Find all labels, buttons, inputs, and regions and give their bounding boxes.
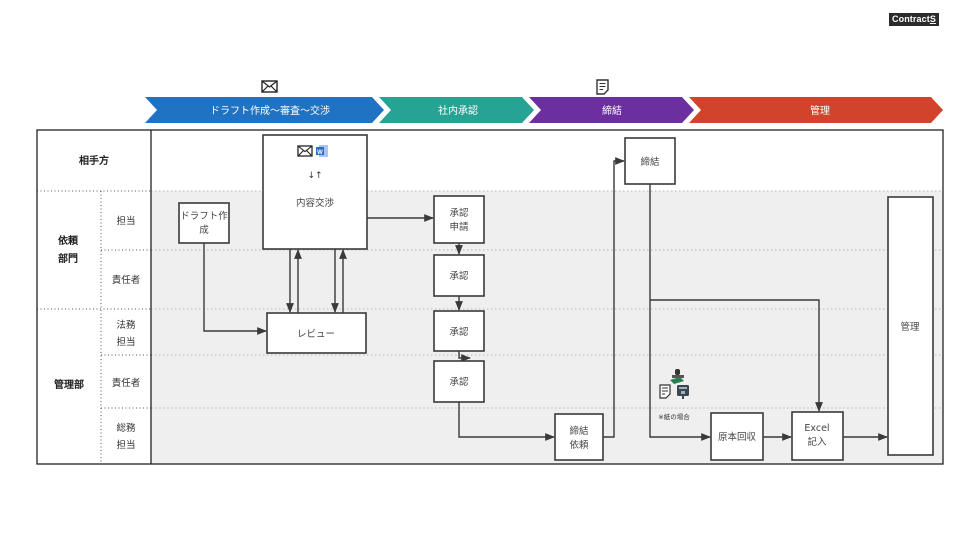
box-original-collection[interactable]: 原本回収: [710, 412, 764, 461]
box-original-collection-label: 原本回収: [718, 431, 757, 443]
box-management[interactable]: 管理: [887, 196, 934, 456]
box-approval-requester-manager[interactable]: 承認: [433, 254, 485, 297]
logo-text: Contract: [892, 14, 930, 24]
role-label-general-affairs-1: 総務: [116, 422, 136, 434]
connectors: [203, 157, 888, 441]
role-label-legal-1: 法務: [116, 319, 136, 331]
box-management-label: 管理: [900, 321, 920, 333]
arrow-approval2-to-approval3: [458, 351, 471, 362]
role-label-requester-manager: 責任者: [112, 274, 141, 286]
phase-chevron-signing: [529, 97, 694, 123]
contracts-logo: ContractS: [889, 13, 939, 26]
box-approval3-label: 承認: [449, 376, 469, 388]
box-signing-request-label-2: 依頼: [569, 439, 589, 451]
arrow-signing-to-excel-entry: [650, 299, 823, 412]
box-approval1-label: 承認: [449, 270, 469, 282]
lane-label-requesting-dept-1: 依頼: [58, 234, 79, 247]
box-signing-request-label-1: 締結: [569, 425, 589, 437]
box-approval-request-label-2: 申請: [449, 221, 469, 233]
svg-text:W: W: [317, 150, 323, 156]
box-approval2-label: 承認: [449, 326, 469, 338]
box-negotiation[interactable]: W ↓↑ 内容交渉: [262, 134, 368, 250]
phase-label-signing: 締結: [602, 104, 622, 117]
box-approval-admin-manager[interactable]: 承認: [433, 360, 485, 403]
role-label-admin-manager: 責任者: [112, 377, 141, 389]
phase-label-approval: 社内承認: [438, 104, 478, 117]
paper-case-note: ※紙の場合: [658, 412, 690, 421]
logo-text-tail: S: [929, 14, 936, 24]
phase-chevron-management: [689, 97, 943, 123]
arrow-draft-to-review: [203, 243, 267, 335]
table-border: [36, 129, 944, 465]
arrow-signing-to-original-collection: [649, 184, 711, 441]
box-approval-request-label-1: 承認: [449, 207, 469, 219]
box-signing-request[interactable]: 締結 依頼: [554, 413, 604, 461]
envelope-icon: [261, 80, 278, 93]
row-separators: [37, 190, 943, 464]
word-icon: W: [316, 145, 328, 157]
arrow-signing-request-to-signing: [603, 157, 625, 438]
box-draft-label-1: ドラフト作: [180, 210, 228, 222]
phase-banner: ドラフト作成〜審査〜交渉 社内承認 締結 管理: [145, 97, 943, 123]
paper-case-icons: ※紙の場合: [658, 369, 690, 421]
envelope-icon: [297, 145, 313, 157]
role-label-legal-2: 担当: [116, 336, 135, 348]
box-approval-legal[interactable]: 承認: [433, 310, 485, 352]
document-icon: [596, 79, 609, 95]
box-negotiation-label: 内容交渉: [296, 197, 335, 209]
document-icon: [659, 384, 671, 399]
lane-label-admin-dept: 管理部: [54, 378, 84, 391]
box-excel-entry-label-2: 記入: [807, 436, 827, 448]
box-draft-label-2: 成: [199, 224, 209, 236]
box-excel-entry[interactable]: Excel 記入: [791, 411, 844, 461]
box-signing-label: 締結: [640, 156, 660, 168]
lane-label-counterparty: 相手方: [79, 154, 109, 167]
role-label-general-affairs-2: 担当: [116, 439, 135, 451]
stamp-icon: [670, 369, 684, 384]
box-excel-entry-label-1: Excel: [804, 423, 829, 434]
lane-label-requesting-dept-2: 部門: [58, 252, 78, 265]
box-approval-request[interactable]: 承認 申請: [433, 195, 485, 244]
role-label-requester: 担当: [116, 215, 135, 227]
phase-chevron-approval: [379, 97, 534, 123]
box-draft[interactable]: ドラフト作 成: [178, 202, 230, 244]
phase-label-management: 管理: [810, 104, 830, 117]
exchange-arrows-icon: ↓↑: [307, 171, 322, 181]
box-review-label: レビュー: [297, 329, 335, 340]
mailbox-icon: [677, 385, 689, 399]
box-review[interactable]: レビュー: [266, 312, 367, 354]
box-signing[interactable]: 締結: [624, 137, 676, 185]
phase-chevron-draft: [145, 97, 384, 123]
phase-label-draft: ドラフト作成〜審査〜交渉: [210, 104, 330, 117]
arrow-approval3-to-signing-request: [458, 402, 555, 441]
